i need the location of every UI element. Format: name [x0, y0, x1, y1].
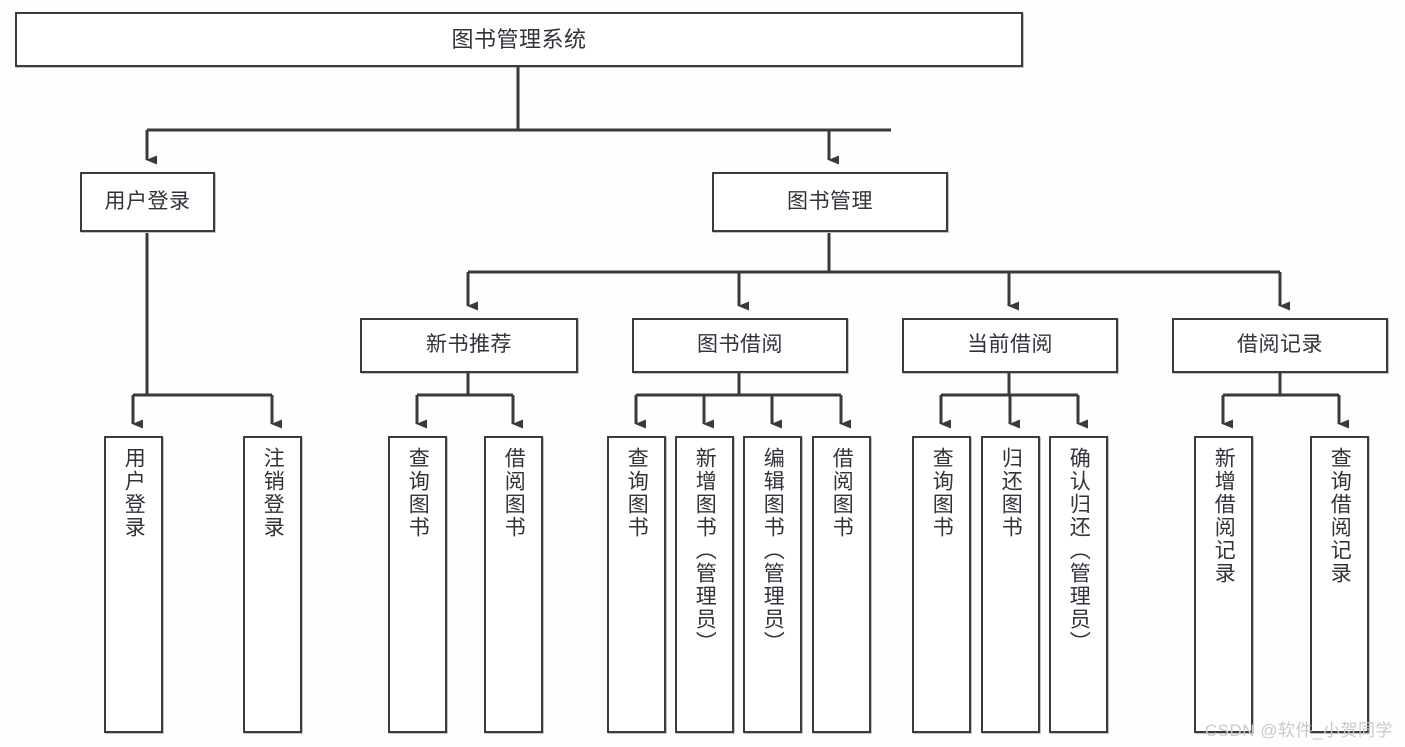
node-label: 查询借阅记录 [1328, 447, 1352, 585]
node-leaf-query-book-current[interactable]: 查询图书 [912, 436, 971, 733]
node-label: 借阅图书 [830, 447, 854, 539]
node-label: 确认归还（管理员） [1067, 447, 1091, 654]
node-book-borrowing[interactable]: 图书借阅 [632, 318, 848, 373]
node-leaf-logout[interactable]: 注销登录 [243, 436, 302, 733]
node-leaf-add-book-admin[interactable]: 新增图书（管理员） [675, 436, 734, 733]
node-label: 当前借阅 [967, 333, 1053, 357]
node-book-management[interactable]: 图书管理 [712, 172, 948, 232]
node-label: 新增图书（管理员） [693, 447, 717, 654]
node-current-borrowing[interactable]: 当前借阅 [902, 318, 1118, 373]
node-label: 查询图书 [930, 447, 954, 539]
node-label: 用户登录 [122, 447, 146, 539]
node-leaf-user-login[interactable]: 用户登录 [104, 436, 163, 733]
node-label: 借阅记录 [1237, 333, 1323, 357]
node-label: 借阅图书 [502, 447, 526, 539]
node-leaf-query-book-borrowing[interactable]: 查询图书 [607, 436, 666, 733]
node-label: 新增借阅记录 [1212, 447, 1236, 585]
node-label: 归还图书 [999, 447, 1023, 539]
node-label: 图书管理 [787, 189, 873, 213]
node-label: 编辑图书（管理员） [761, 447, 785, 654]
node-user-login[interactable]: 用户登录 [80, 172, 215, 232]
node-leaf-query-borrowing-record[interactable]: 查询借阅记录 [1310, 436, 1369, 733]
node-borrowing-record[interactable]: 借阅记录 [1172, 318, 1388, 373]
node-root-book-management-system[interactable]: 图书管理系统 [15, 12, 1023, 67]
node-label: 新书推荐 [426, 333, 512, 357]
node-leaf-return-book[interactable]: 归还图书 [981, 436, 1040, 733]
node-leaf-add-borrowing-record[interactable]: 新增借阅记录 [1194, 436, 1253, 733]
node-label: 用户登录 [104, 189, 191, 213]
node-label: 查询图书 [625, 447, 649, 539]
csdn-watermark: CSDN @软件_小贺同学 [1204, 721, 1393, 740]
node-leaf-borrow-book-borrowing[interactable]: 借阅图书 [812, 436, 871, 733]
node-label: 查询图书 [406, 447, 430, 539]
node-leaf-confirm-return-admin[interactable]: 确认归还（管理员） [1049, 436, 1108, 733]
node-new-book-recommendation[interactable]: 新书推荐 [360, 318, 578, 373]
node-leaf-edit-book-admin[interactable]: 编辑图书（管理员） [743, 436, 802, 733]
node-leaf-query-book-newbook[interactable]: 查询图书 [388, 436, 447, 733]
node-label: 注销登录 [261, 447, 285, 539]
node-leaf-borrow-book-newbook[interactable]: 借阅图书 [484, 436, 543, 733]
node-label: 图书管理系统 [451, 26, 587, 52]
node-label: 图书借阅 [697, 333, 783, 357]
